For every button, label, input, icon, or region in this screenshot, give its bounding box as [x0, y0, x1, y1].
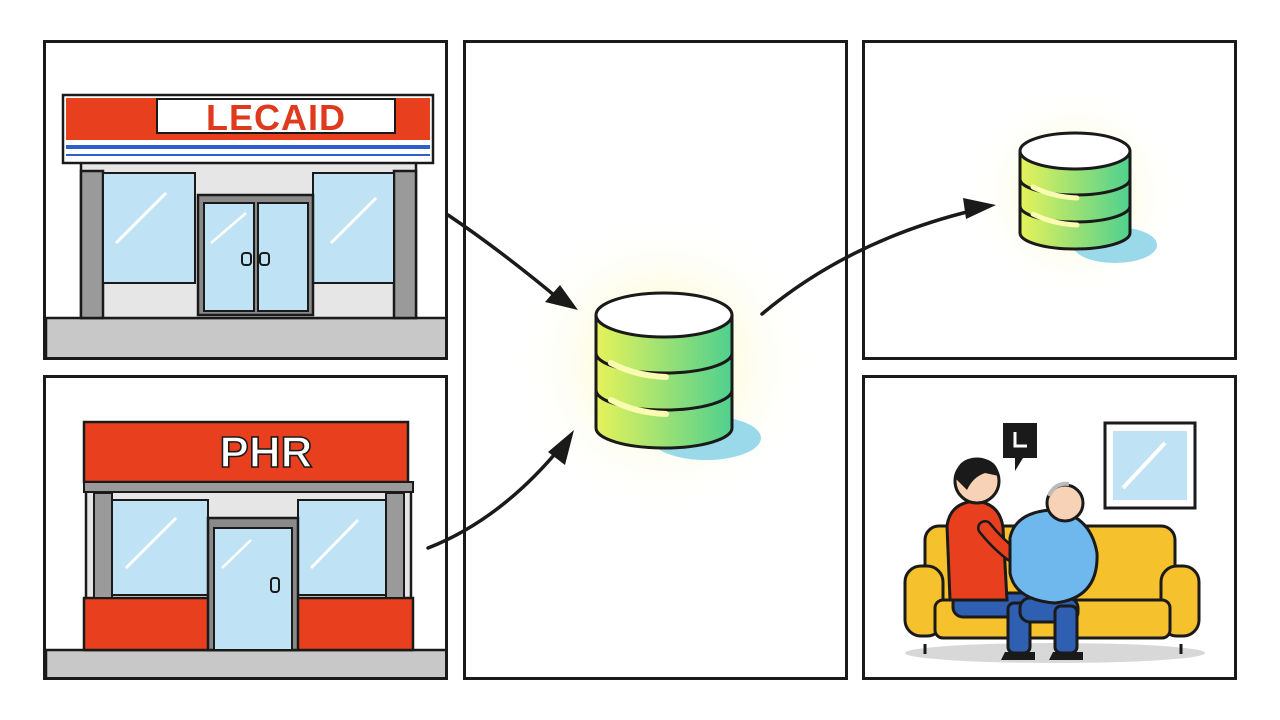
window-icon [1103, 421, 1197, 510]
store-sign-lecaid: LECAID [156, 98, 396, 136]
store-sign-phr: PHR [219, 428, 314, 477]
database-icon [514, 213, 814, 513]
panel-home-care [862, 375, 1237, 680]
panel-lecaid-store: LECAID [43, 40, 448, 360]
home-scene [903, 421, 1205, 663]
elderly-person-figure [1008, 481, 1099, 660]
speech-bubble-icon [1003, 423, 1037, 471]
panel-central-database [463, 40, 848, 680]
panel-phr-store: PHR [43, 375, 448, 680]
database-icon [970, 88, 1180, 298]
storefront-icon [46, 93, 445, 357]
storefront-icon [46, 420, 445, 677]
panel-remote-database [862, 40, 1237, 360]
